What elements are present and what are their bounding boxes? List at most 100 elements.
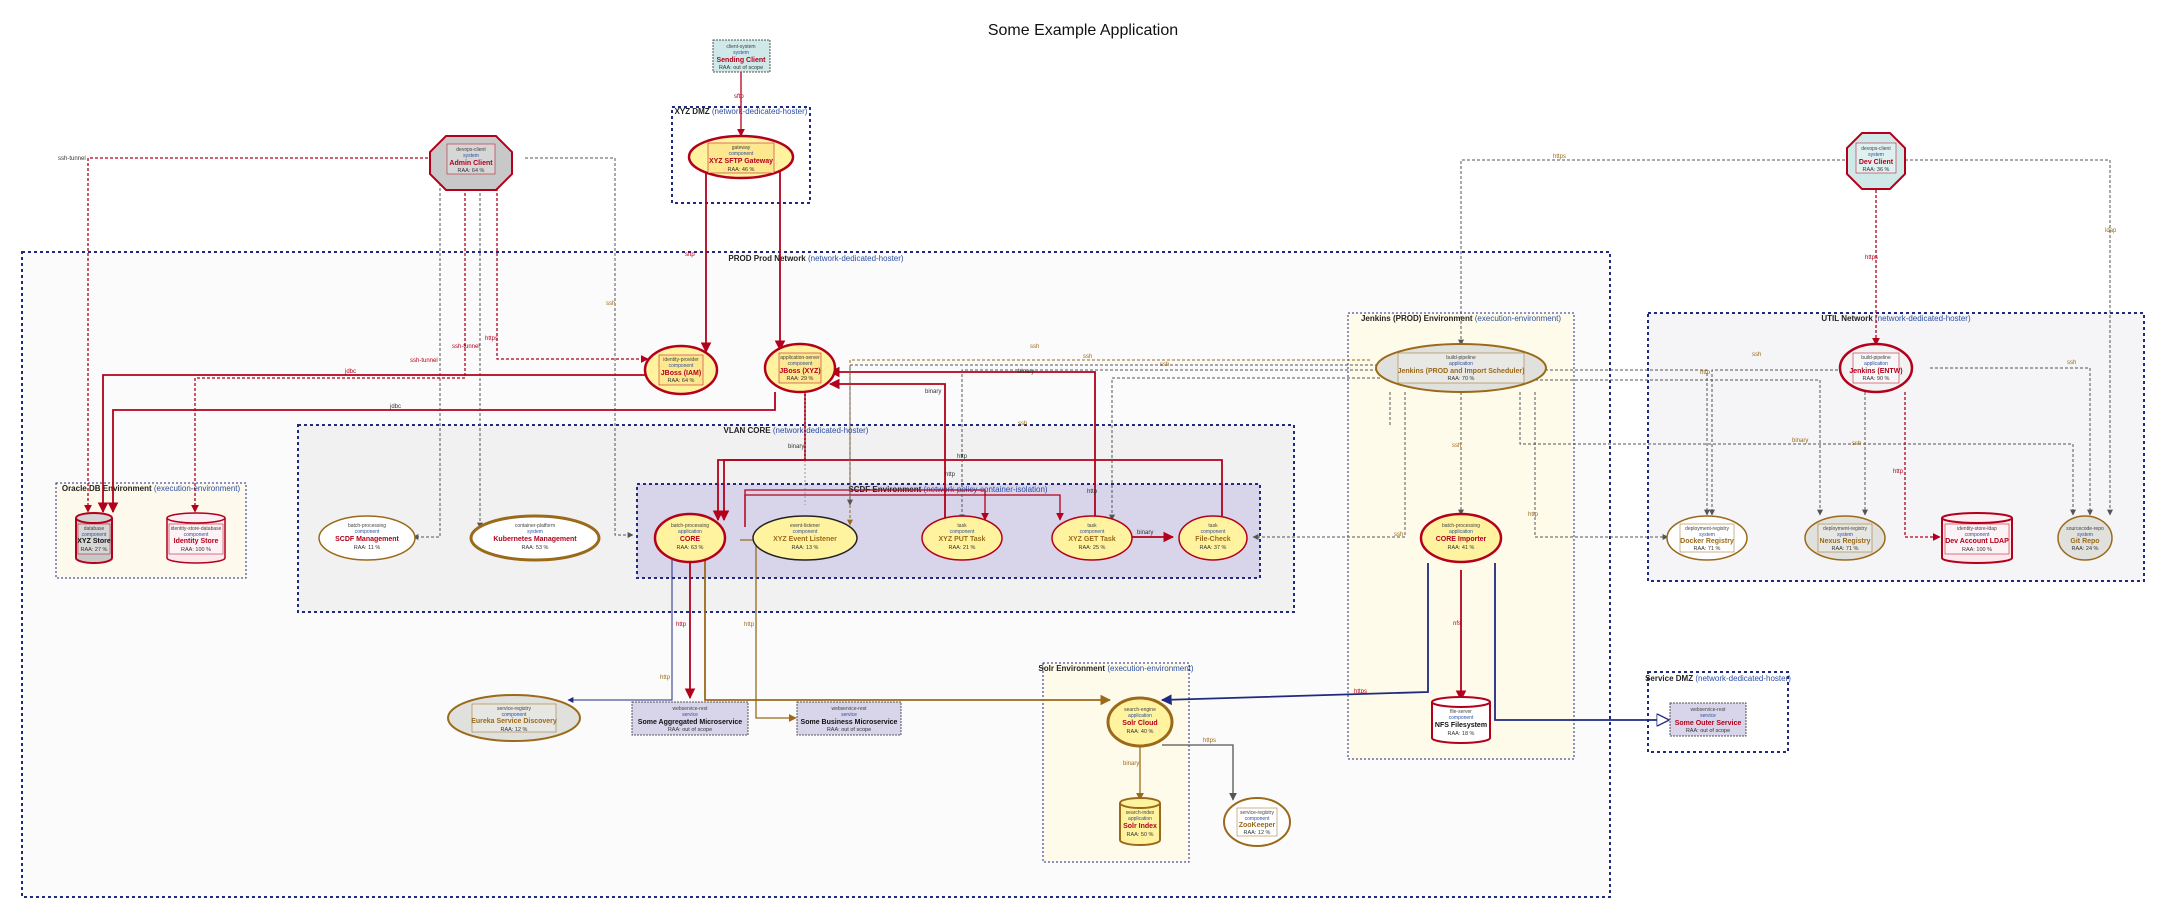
node-k8s-management[interactable]: container-platform system Kubernetes Man… (469, 514, 601, 562)
group-subtitle: (network-dedicated-hoster) (773, 426, 869, 435)
group-title: PROD Prod Network (728, 254, 806, 263)
node-xyz-store[interactable]: database component XYZ Store RAA: 27 % (75, 512, 113, 564)
node-tech: application (1864, 361, 1888, 367)
group-subtitle: (network-dedicated-hoster) (808, 254, 904, 263)
node-jenkins-entw[interactable]: build-pipeline application Jenkins (ENTW… (1838, 342, 1914, 394)
node-solr-index[interactable]: search-index application Solr Index RAA:… (1119, 797, 1161, 846)
node-jboss-iam[interactable]: identity-provider component JBoss (IAM) … (643, 344, 719, 396)
edge-https-importer-outer (1494, 563, 1668, 720)
node-type: container-platform (515, 523, 555, 529)
node-type: file-server (1450, 709, 1472, 715)
node-aggregated-ms[interactable]: webservice-rest service Some Aggregated … (631, 701, 749, 736)
node-name: Nexus Registry (1820, 538, 1871, 545)
node-sending-client[interactable]: client-system system Sending Client RAA:… (712, 39, 771, 73)
node-dev-ldap[interactable]: identity-store-ldap component Dev Accoun… (1941, 512, 2013, 564)
node-business-ms[interactable]: webservice-rest service Some Business Mi… (796, 701, 902, 736)
edge-label: binary (1018, 369, 1034, 375)
node-tech: application (1449, 361, 1473, 367)
node-name: Some Business Microservice (801, 719, 898, 726)
node-type: database (84, 526, 105, 532)
group-solr-env: Solr Environment (execution-environment) (1038, 662, 1194, 863)
group-subtitle: (execution-environment) (154, 484, 241, 493)
node-name: Dev Account LDAP (1945, 538, 2009, 545)
node-name: Some Aggregated Microservice (638, 719, 742, 726)
edge-label: binary (1137, 530, 1153, 536)
node-type: search-engine (1124, 707, 1156, 713)
edge-label: ssh-tunnel (452, 344, 480, 350)
node-name: XYZ Store (77, 538, 111, 545)
group-subtitle: (network-dedicated-hoster) (1875, 314, 1971, 323)
node-solr-cloud[interactable]: search-engine application Solr Cloud RAA… (1106, 696, 1174, 748)
edge-http-core-solr (704, 555, 1112, 706)
svg-text:XYZ DMZ (network-dedicated-hos: XYZ DMZ (network-dedicated-hoster) (675, 107, 808, 116)
group-subtitle: (execution-environment) (1475, 314, 1562, 323)
node-type: deployment-registry (1685, 526, 1729, 532)
edge-label: nfs (1453, 621, 1461, 627)
node-jboss-xyz[interactable]: application-server component JBoss (XYZ)… (763, 342, 837, 394)
node-jenkins-prod[interactable]: build-pipeline application Jenkins (PROD… (1375, 343, 1547, 393)
edge-label: http (1700, 370, 1711, 376)
node-tech: component (788, 361, 813, 367)
node-admin-client[interactable]: devops-client system Admin Client RAA: 6… (429, 135, 513, 191)
node-nfs[interactable]: file-server component NFS Filesystem RAA… (1431, 696, 1491, 744)
node-type: gateway (732, 145, 751, 151)
node-type: task (957, 523, 967, 529)
node-tech: component (82, 532, 107, 538)
node-raa: RAA: 71 % (1832, 546, 1859, 552)
node-docker-registry[interactable]: deployment-registry system Docker Regist… (1666, 515, 1748, 561)
node-core-importer[interactable]: batch-processing application CORE Import… (1419, 512, 1503, 564)
node-tech: component (1080, 529, 1105, 535)
node-type: task (1208, 523, 1218, 529)
node-put-task[interactable]: task component XYZ PUT Task RAA: 21 % (921, 515, 1003, 561)
node-file-check[interactable]: task component File-Check RAA: 37 % (1178, 515, 1248, 561)
edge-admin-ssh-tunnel (84, 157, 433, 513)
node-core[interactable]: batch-processing application CORE RAA: 6… (653, 512, 727, 564)
node-outer-service[interactable]: webservice-rest service Some Outer Servi… (1669, 702, 1747, 737)
group-title: Solr Environment (1038, 664, 1105, 673)
node-name: XYZ Event Listener (773, 536, 837, 543)
edge-labels: sftp sftp ssh-tunnel ssh-tunnel ssh-tunn… (58, 94, 2117, 767)
edge-label: http (660, 675, 671, 681)
node-type: identity-provider (663, 357, 699, 363)
group-title: Service DMZ (1645, 674, 1693, 683)
node-sftp-gateway[interactable]: gateway component XYZ SFTP Gateway RAA: … (687, 134, 795, 180)
node-name: Eureka Service Discovery (471, 718, 557, 725)
node-type: deployment-registry (1823, 526, 1867, 532)
node-eureka[interactable]: service-registry component Eureka Servic… (447, 694, 581, 742)
node-raa: RAA: 63 % (677, 545, 704, 551)
node-zookeeper[interactable]: service-registry component ZooKeeper RAA… (1223, 797, 1291, 847)
edge-admin-ssh (525, 157, 634, 538)
svg-text:Oracle DB Environment (executi: Oracle DB Environment (execution-environ… (62, 484, 241, 493)
node-type: event-listener (790, 523, 820, 529)
node-raa: RAA: 40 % (1127, 729, 1154, 735)
node-get-task[interactable]: task component XYZ GET Task RAA: 25 % (1051, 515, 1133, 561)
node-nexus-registry[interactable]: deployment-registry system Nexus Registr… (1804, 515, 1886, 561)
node-name: Git Repo (2070, 538, 2099, 545)
node-event-listener[interactable]: event-listener component XYZ Event Liste… (752, 515, 858, 561)
edge-label: jdbc (344, 369, 356, 375)
node-type: sourcecode-repo (2066, 526, 2104, 532)
edge-http-entw-docker (1709, 369, 1848, 516)
edge-ssh-jenkins-event (847, 364, 1378, 506)
edge-label: ssh (1452, 443, 1461, 449)
node-git-repo[interactable]: sourcecode-repo system Git Repo RAA: 24 … (2057, 515, 2113, 561)
node-tech: component (1449, 715, 1474, 721)
edge-label: jdbc (389, 404, 401, 410)
node-raa: RAA: 64 % (458, 168, 485, 174)
svg-text:UTIL Network (network-dedicate: UTIL Network (network-dedicated-hoster) (1821, 314, 1971, 323)
node-raa: RAA: out of scope (827, 727, 871, 733)
node-raa: RAA: out of scope (1686, 728, 1730, 734)
node-dev-client[interactable]: devops-client system Dev Client RAA: 36 … (1846, 132, 1906, 190)
node-tech: service (841, 712, 857, 718)
node-tech: component (669, 363, 694, 369)
edge-jdbc-xyz (107, 392, 776, 514)
edge-http-core-eureka (567, 555, 673, 703)
edge-label: ssh-tunnel (58, 156, 86, 162)
node-identity-store[interactable]: identity-store-database component Identi… (166, 512, 226, 564)
node-scdf-management[interactable]: batch-processing component SCDF Manageme… (318, 515, 416, 561)
edge-label: sftp (685, 252, 695, 258)
edge-label: sftp (734, 94, 744, 100)
node-name: Kubernetes Management (493, 536, 577, 543)
node-raa: RAA: 18 % (1448, 731, 1475, 737)
node-type: service-registry (497, 706, 531, 712)
